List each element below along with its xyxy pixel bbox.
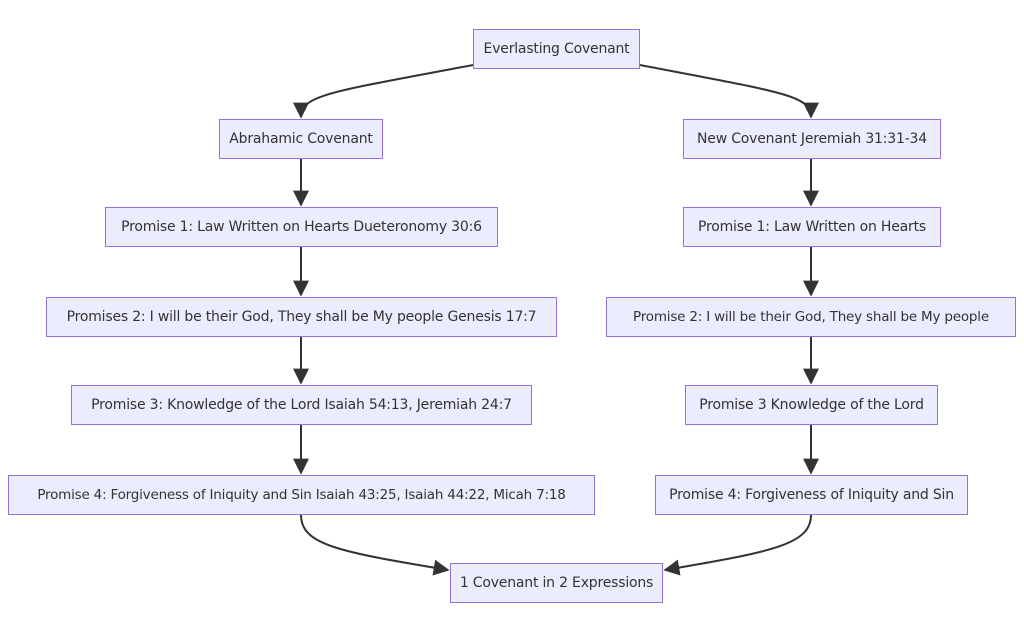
node-new-covenant-promise-1: Promise 1: Law Written on Hearts [683,207,941,247]
node-everlasting-covenant: Everlasting Covenant [473,29,640,69]
node-new-covenant-promise-4: Promise 4: Forgiveness of Iniquity and S… [655,475,968,515]
node-abrahamic-covenant: Abrahamic Covenant [219,119,383,159]
node-abrahamic-promise-3: Promise 3: Knowledge of the Lord Isaiah … [71,385,532,425]
node-new-covenant-promise-2: Promise 2: I will be their God, They sha… [606,297,1016,337]
node-one-covenant-two-expressions: 1 Covenant in 2 Expressions [450,563,663,603]
node-abrahamic-promise-1: Promise 1: Law Written on Hearts Duetero… [105,207,498,247]
node-abrahamic-promise-4: Promise 4: Forgiveness of Iniquity and S… [8,475,595,515]
edge-r4-to-result [663,514,812,576]
node-abrahamic-promise-2: Promises 2: I will be their God, They sh… [46,297,557,337]
edge-root-to-newcov [639,64,819,119]
node-new-covenant-promise-3: Promise 3 Knowledge of the Lord [685,385,938,425]
edge-l4-to-result [300,514,450,576]
edge-root-to-abrahamic [293,64,474,119]
node-new-covenant: New Covenant Jeremiah 31:31-34 [683,119,941,159]
